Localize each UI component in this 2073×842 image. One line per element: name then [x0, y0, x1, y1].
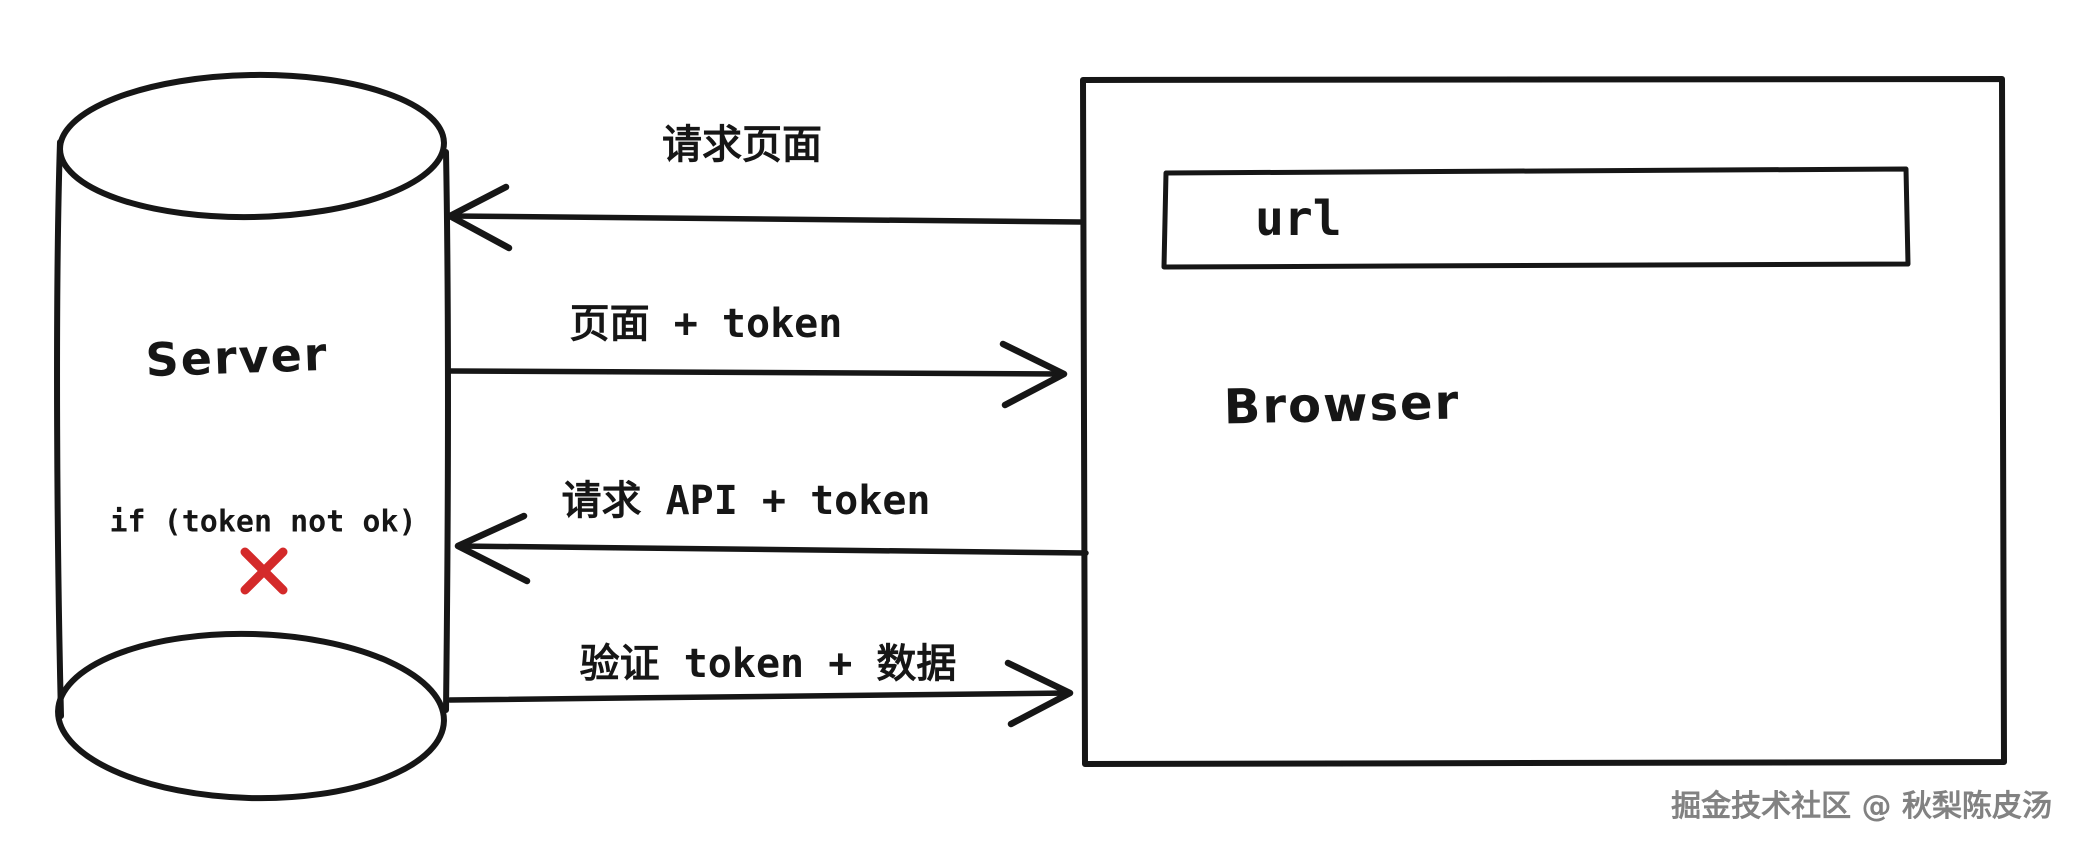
- token-check-condition: if (token not ok): [109, 504, 417, 540]
- arrow-label-verify-token-data: 验证 token + 数据: [579, 641, 957, 687]
- browser-label: Browser: [1223, 374, 1461, 436]
- arrow-label-page-token: 页面 + token: [569, 301, 843, 347]
- arrow-left-head-icon: [446, 183, 513, 252]
- arrow-verify-token-data: [447, 659, 1074, 728]
- arrow-label-request-page: 请求页面: [662, 122, 822, 168]
- server-cylinder-shape: [54, 71, 451, 802]
- arrow-label-request-api-token: 请求 API + token: [561, 478, 931, 524]
- arrow-page-token-line: [448, 368, 1067, 377]
- url-field-label: url: [1255, 191, 1342, 247]
- arrow-verify-token-data-line: [447, 690, 1073, 703]
- cross-stroke: [240, 547, 288, 595]
- arrow-left-head-icon: [454, 512, 531, 585]
- arrow-request-api-token-line: [455, 543, 1089, 556]
- server-label: Server: [144, 326, 330, 388]
- url-input-box: [1161, 166, 1911, 270]
- arrow-page-token: [448, 340, 1068, 409]
- arrow-right-head-icon: [1004, 659, 1074, 728]
- server-cylinder-top: [57, 71, 447, 221]
- server-cylinder-left-side: [54, 139, 64, 719]
- browser-window-box: [1080, 76, 2007, 767]
- server-cylinder-right-side: [443, 149, 451, 713]
- arrow-right-head-icon: [999, 340, 1068, 409]
- watermark-credit: 掘金技术社区 @ 秋梨陈皮汤: [1671, 789, 2052, 824]
- arrow-request-page: [446, 183, 1083, 252]
- server-cylinder-bottom: [55, 630, 447, 802]
- token-fail-cross-icon: [240, 547, 288, 595]
- arrow-request-page-line: [447, 213, 1083, 225]
- arrow-request-api-token: [454, 512, 1089, 585]
